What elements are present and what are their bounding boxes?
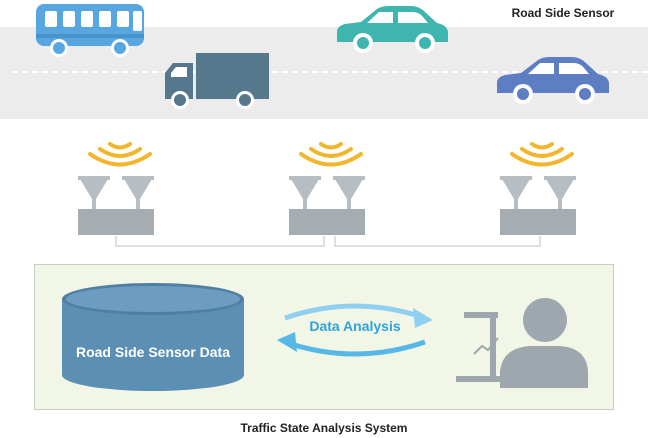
- road-side-sensor-2: [289, 142, 365, 235]
- lane-divider: [12, 71, 648, 73]
- road-side-sensor-3: [500, 142, 576, 235]
- sensor-connection-lines: [115, 236, 541, 247]
- road-side-sensor-1: [78, 142, 154, 235]
- sensor-funnel-icon: [289, 176, 365, 209]
- sensor-funnel-icon: [78, 176, 154, 209]
- system-title: Traffic State Analysis System: [240, 421, 408, 435]
- signal-waves-icon: [510, 142, 574, 167]
- sensor-base: [500, 209, 576, 235]
- truck-icon: [165, 53, 269, 109]
- signal-waves-icon: [88, 142, 152, 167]
- sensor-base: [78, 209, 154, 235]
- cycle-arrows-icon: [277, 303, 433, 357]
- car-icon: [337, 6, 448, 53]
- sensor-base: [289, 209, 365, 235]
- sensor-funnel-icon: [500, 176, 576, 209]
- data-analysis-label: Data Analysis: [309, 318, 401, 334]
- signal-waves-icon: [299, 142, 363, 167]
- car-icon: [497, 57, 609, 104]
- trend-line-icon: [473, 337, 499, 355]
- road-side-sensor-title: Road Side Sensor: [511, 6, 615, 20]
- database-label: Road Side Sensor Data: [75, 344, 231, 360]
- database-icon: [62, 283, 244, 391]
- bus-icon: [36, 4, 144, 57]
- analyst-icon: [456, 298, 588, 388]
